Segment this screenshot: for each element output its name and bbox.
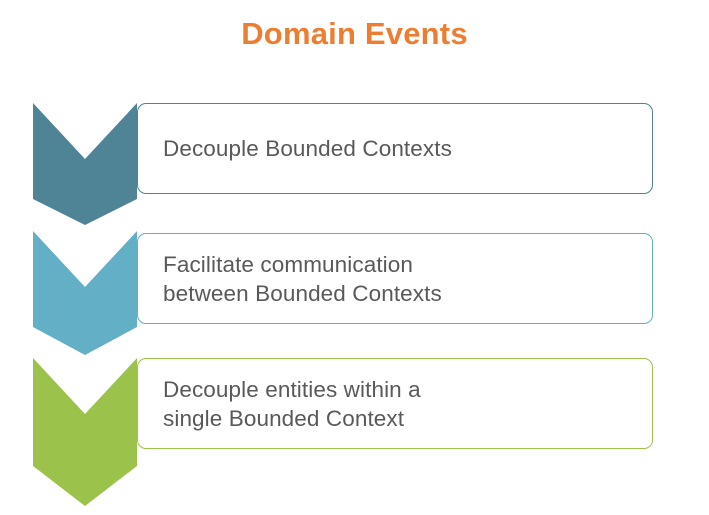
row-1-card[interactable]: Decouple Bounded Contexts bbox=[137, 103, 653, 194]
row-3-label: Decouple entities within a single Bounde… bbox=[138, 375, 435, 433]
row-1-line-1: Decouple Bounded Contexts bbox=[163, 136, 452, 161]
down-chevron-icon bbox=[33, 231, 137, 355]
row-1-label: Decouple Bounded Contexts bbox=[138, 134, 466, 163]
row-2-label: Facilitate communication between Bounded… bbox=[138, 250, 456, 308]
row-3-line-2: single Bounded Context bbox=[163, 405, 405, 431]
page-title: Domain Events bbox=[241, 16, 468, 51]
down-chevron-icon bbox=[33, 358, 137, 506]
row-2-line-2: between Bounded Contexts bbox=[163, 280, 442, 306]
row-2-line-1: Facilitate communication bbox=[163, 251, 413, 277]
down-chevron-icon bbox=[33, 103, 137, 225]
diagram-row-1: Decouple Bounded Contexts bbox=[0, 0, 709, 230]
row-3-line-1: Decouple entities within a bbox=[163, 376, 421, 402]
row-3-card[interactable]: Decouple entities within a single Bounde… bbox=[137, 358, 653, 449]
diagram-row-2: Facilitate communication between Bounded… bbox=[0, 0, 709, 355]
row-2-card[interactable]: Facilitate communication between Bounded… bbox=[137, 233, 653, 324]
